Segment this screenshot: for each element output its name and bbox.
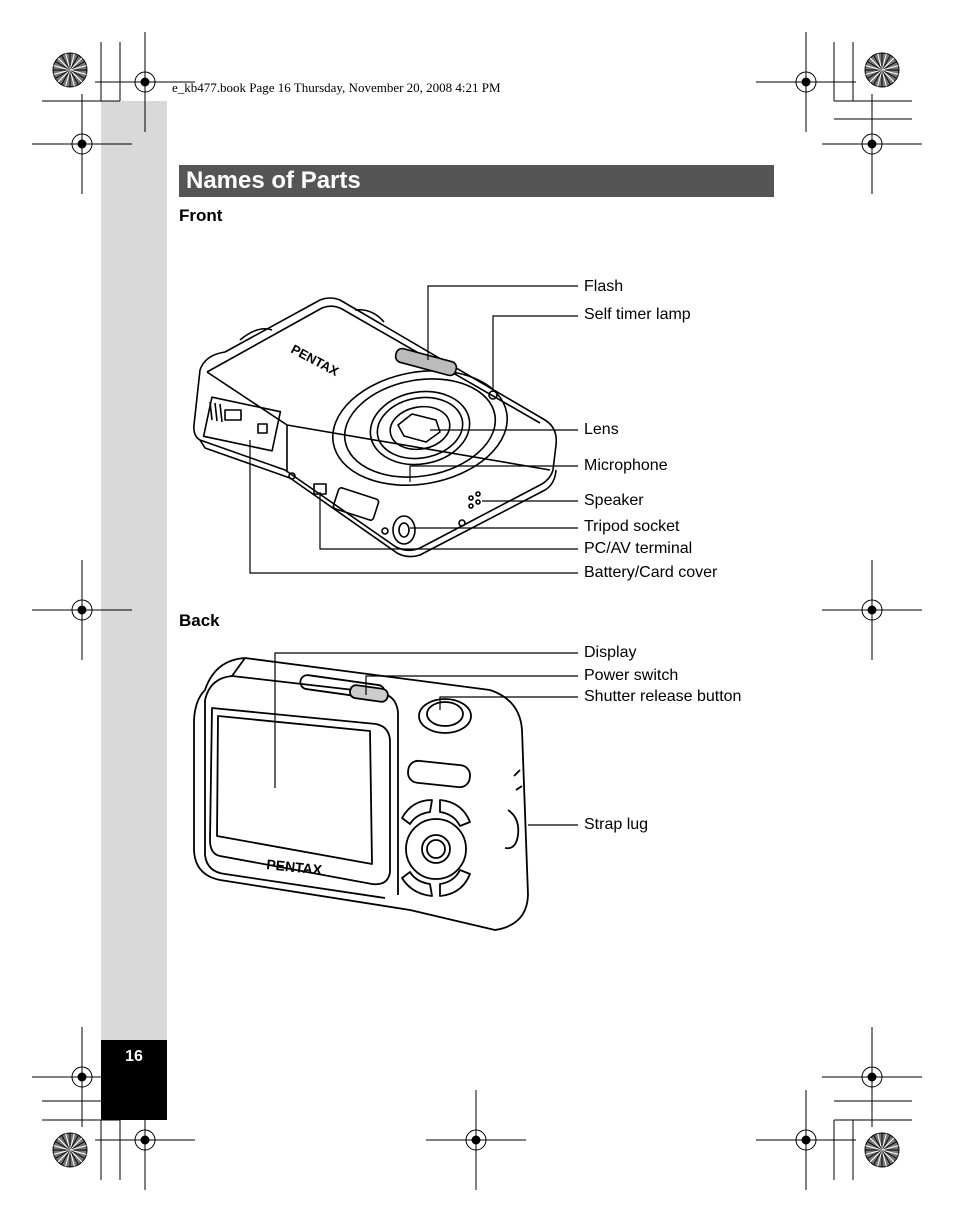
back-brand-logo: PENTAX (266, 856, 324, 878)
label-tripod-socket: Tripod socket (584, 518, 680, 535)
registration-starburst (864, 52, 900, 88)
label-power-switch: Power switch (584, 667, 679, 684)
label-shutter-release-button: Shutter release button (584, 688, 742, 705)
registration-target (95, 1090, 195, 1190)
label-speaker: Speaker (584, 492, 644, 509)
page-number-box (101, 1040, 167, 1120)
registration-starburst (52, 1132, 88, 1168)
label-pcav-terminal: PC/AV terminal (584, 540, 693, 557)
page-title: Names of Parts (186, 167, 361, 194)
registration-target (822, 560, 922, 660)
registration-target (822, 94, 922, 194)
registration-target (756, 1090, 856, 1190)
registration-target (32, 94, 132, 194)
registration-target (426, 1090, 526, 1190)
page-number: 16 (125, 1048, 143, 1065)
label-strap-lug: Strap lug (584, 816, 649, 833)
label-self-timer-lamp: Self timer lamp (584, 306, 691, 323)
label-battery-card-cover: Battery/Card cover (584, 564, 718, 581)
label-microphone: Microphone (584, 457, 668, 474)
back-heading: Back (179, 611, 220, 630)
registration-target (32, 1027, 132, 1127)
title-bar (179, 165, 774, 197)
label-lens: Lens (584, 421, 619, 438)
print-header: e_kb477.book Page 16 Thursday, November … (172, 80, 501, 95)
registration-starburst (52, 52, 88, 88)
registration-target (95, 32, 195, 132)
registration-target (32, 560, 132, 660)
label-display: Display (584, 644, 637, 661)
label-flash: Flash (584, 278, 624, 295)
registration-target (756, 32, 856, 132)
registration-target (822, 1027, 922, 1127)
front-heading: Front (179, 206, 223, 225)
registration-starburst (864, 1132, 900, 1168)
